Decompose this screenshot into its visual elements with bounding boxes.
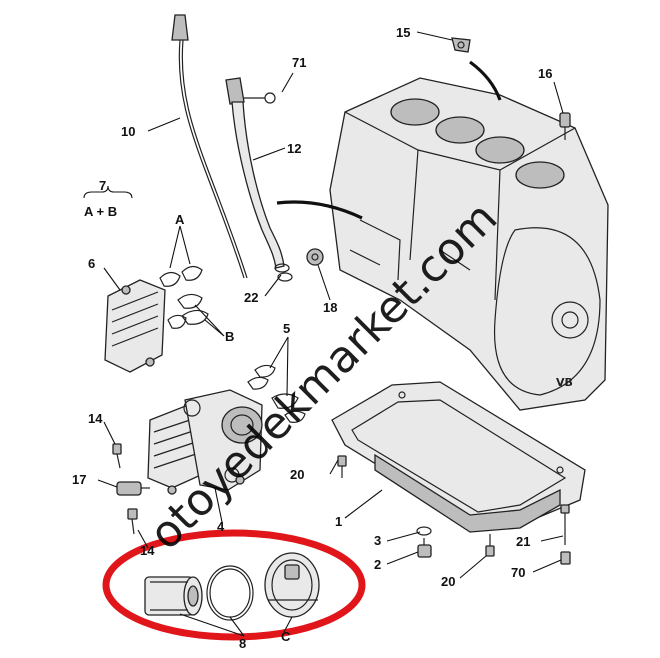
label-10: 10 [121,124,135,139]
bolt-14-upper [112,443,122,469]
label-71: 71 [292,55,306,70]
pan-bolt-20-upper [337,455,347,478]
label-22: 22 [244,290,258,305]
pan-bolt-21 [560,504,570,545]
label-5: 5 [283,321,290,336]
label-15: 15 [396,25,410,40]
pan-bolt-70 [560,551,571,565]
label-4: 4 [217,519,225,534]
bolt-to-block-arrow [469,60,502,101]
filter-o-ring [206,565,254,621]
pan-bolt-20-lower [485,534,495,557]
label-17: 17 [72,472,86,487]
label-3: 3 [374,533,381,548]
oil-filter-housing-assembly [147,389,263,495]
tube-to-block-arrow [276,200,363,220]
label-70: 70 [511,565,525,580]
label-7: 7 [99,178,106,193]
bolt-16 [559,112,571,140]
label-14-lower: 14 [140,543,155,558]
label-7-ab: A + B [84,204,117,219]
label-16: 16 [538,66,552,81]
label-1: 1 [335,514,342,529]
filter-highlight-ellipse [102,529,366,641]
label-b: B [225,329,234,344]
drain-plug-2 [417,538,432,558]
bolt-14-lower [127,508,138,535]
label-8: 8 [239,636,246,651]
leader-lines [83,31,564,637]
label-14-upper: 14 [88,411,103,426]
pressure-sensor-17 [116,481,150,496]
engine-block: VB [329,77,609,411]
label-20-lower: 20 [441,574,455,589]
dipstick-guide-tube [225,77,285,269]
plug-18 [306,248,324,266]
bolt-15 [451,37,471,53]
label-18: 18 [323,300,337,315]
gaskets-a-b [159,265,209,329]
gaskets-5 [247,364,306,423]
label-2: 2 [374,557,381,572]
seal-rings [274,263,293,282]
label-c: C [281,629,291,644]
oil-filter-cap [264,552,320,618]
oil-filter-cartridge [144,576,203,616]
label-a: A [175,212,185,227]
drain-plug-washer-3 [416,526,432,536]
oil-cooler-exploded [104,279,166,373]
block-stamp: VB [556,376,573,389]
label-6: 6 [88,256,95,271]
oil-dipstick [171,14,248,279]
oil-pan [331,381,586,533]
label-12: 12 [287,141,301,156]
label-20-upper: 20 [290,467,304,482]
label-21: 21 [516,534,530,549]
